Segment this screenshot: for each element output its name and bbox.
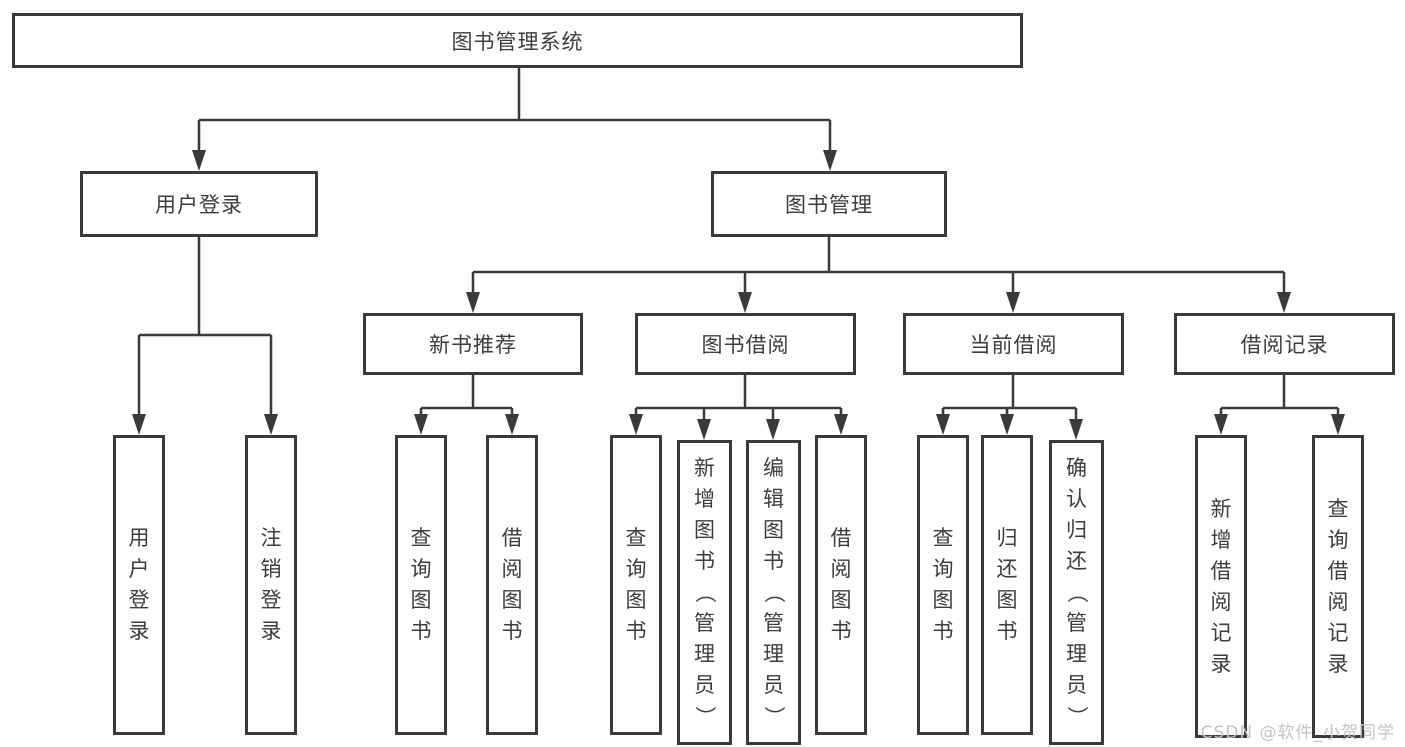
- leaf-borrow-books: 借阅图书: [815, 435, 867, 735]
- leaf-query-books: 查询图书: [917, 435, 969, 735]
- node-current-borrowing: 当前借阅: [903, 313, 1124, 375]
- leaf-query-borrow-record: 查询借阅记录: [1312, 435, 1364, 738]
- leaf-return-books: 归还图书: [981, 435, 1033, 735]
- node-borrowing-records: 借阅记录: [1174, 313, 1395, 375]
- node-book-borrowing: 图书借阅: [635, 313, 856, 375]
- csdn-watermark: CSDN @软件_小贺同学: [1200, 723, 1395, 743]
- leaf-user-login: 用户登录: [113, 435, 165, 735]
- leaf-add-book-admin: 新增图书（管理员）: [677, 440, 732, 745]
- leaf-logout: 注销登录: [245, 435, 297, 735]
- node-library-management-system: 图书管理系统: [12, 13, 1023, 68]
- leaf-query-books: 查询图书: [610, 435, 662, 735]
- leaf-edit-book-admin: 编辑图书（管理员）: [746, 440, 801, 745]
- node-book-management: 图书管理: [711, 171, 947, 237]
- leaf-confirm-return-admin: 确认归还（管理员）: [1049, 440, 1104, 745]
- leaf-add-borrow-record: 新增借阅记录: [1195, 435, 1247, 738]
- node-user-login: 用户登录: [80, 171, 318, 237]
- leaf-borrow-books: 借阅图书: [486, 435, 538, 735]
- leaf-query-books: 查询图书: [395, 435, 447, 735]
- node-new-book-recommendation: 新书推荐: [363, 313, 583, 375]
